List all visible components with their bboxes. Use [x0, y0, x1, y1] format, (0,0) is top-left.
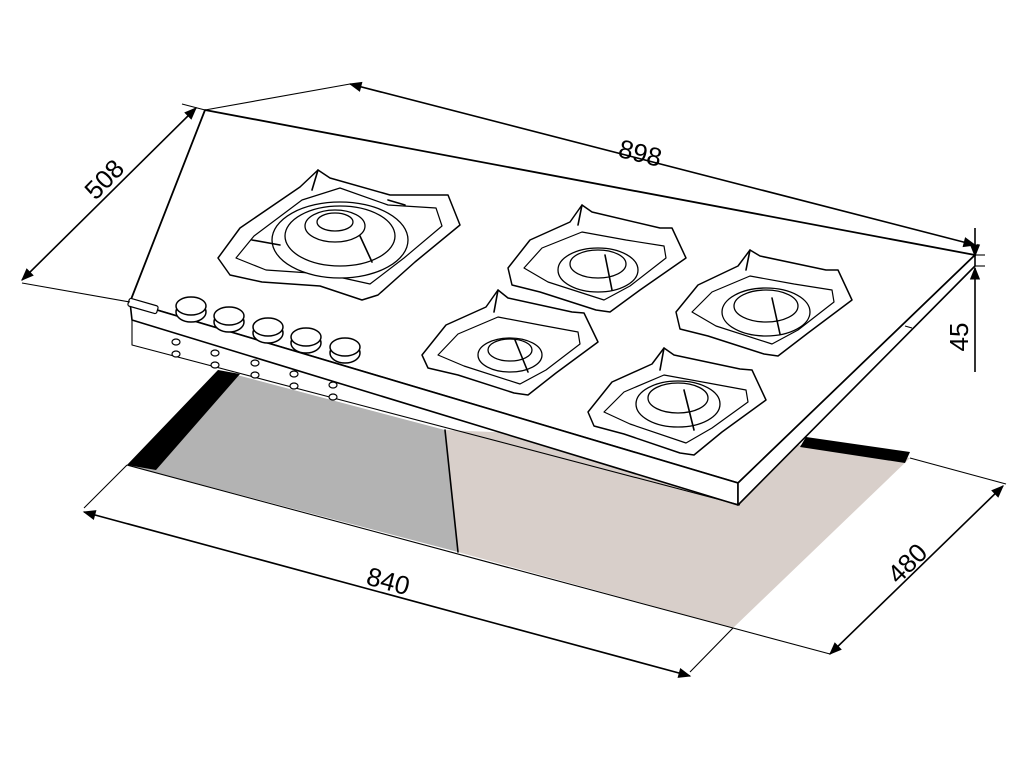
burner-rear-right [675, 249, 853, 357]
dim-cutout-width: 840 [82, 464, 734, 678]
dim-width-top-label: 898 [616, 133, 665, 173]
knob-5 [329, 337, 361, 364]
cutout-left-shadow [127, 370, 240, 470]
knob-holes [171, 338, 338, 401]
control-knobs [171, 296, 361, 401]
dim-depth-top-label: 508 [78, 153, 130, 205]
dim-cutout-depth-label: 480 [881, 537, 933, 589]
knob-2 [213, 306, 245, 333]
hob-housing-edge [131, 320, 741, 506]
hob-back-bottom [904, 325, 913, 329]
burner-front-center [421, 289, 599, 396]
cutout-left-panel [127, 370, 458, 552]
knob-1 [175, 296, 207, 323]
burner-front-right [587, 347, 767, 456]
dim-height: 45 [944, 228, 985, 372]
knob-3 [252, 317, 284, 344]
cutout-back-shadow [800, 437, 910, 463]
dim-height-label: 45 [944, 323, 974, 352]
knob-4 [290, 327, 322, 354]
dim-cutout-width-label: 840 [363, 561, 413, 601]
